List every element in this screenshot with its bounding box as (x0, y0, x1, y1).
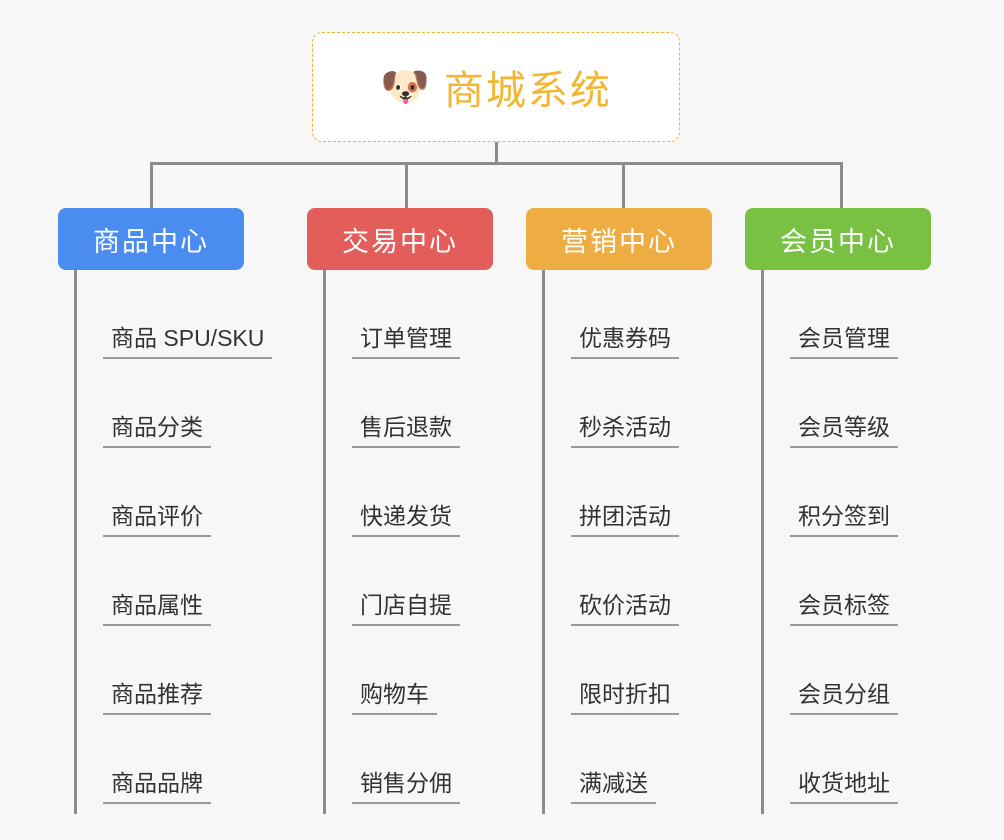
leaf-item[interactable]: 订单管理 (307, 270, 493, 359)
leaf-item[interactable]: 商品推荐 (58, 626, 244, 715)
branch-trunk-line (542, 270, 545, 814)
leaf-item[interactable]: 商品品牌 (58, 715, 244, 804)
leaf-item-label: 会员标签 (790, 592, 898, 626)
connector-drop-4 (840, 162, 843, 208)
branch-column-3: 营销中心优惠券码秒杀活动拼团活动砍价活动限时折扣满减送 (526, 208, 712, 814)
leaf-item[interactable]: 会员分组 (745, 626, 931, 715)
leaf-item[interactable]: 商品评价 (58, 448, 244, 537)
leaf-item-label: 订单管理 (352, 325, 460, 359)
branch-trunk-line (74, 270, 77, 814)
connector-drop-3 (622, 162, 625, 208)
leaf-item[interactable]: 积分签到 (745, 448, 931, 537)
leaf-list-1: 商品 SPU/SKU 商品分类商品评价商品属性商品推荐商品品牌 (58, 270, 273, 804)
leaf-item-label: 商品属性 (103, 592, 211, 626)
leaf-item[interactable]: 商品属性 (58, 537, 244, 626)
leaf-item[interactable]: 快递发货 (307, 448, 493, 537)
leaf-item-label: 销售分佣 (352, 770, 460, 804)
category-box-4[interactable]: 会员中心 (745, 208, 931, 270)
leaf-item[interactable]: 售后退款 (307, 359, 493, 448)
category-box-3[interactable]: 营销中心 (526, 208, 712, 270)
leaf-item-label: 秒杀活动 (571, 414, 679, 448)
leaf-list-3: 优惠券码秒杀活动拼团活动砍价活动限时折扣满减送 (526, 270, 712, 804)
leaf-item-label: 满减送 (571, 770, 656, 804)
leaf-list-4: 会员管理会员等级积分签到会员标签会员分组收货地址 (745, 270, 931, 804)
leaf-item[interactable]: 门店自提 (307, 537, 493, 626)
category-label: 会员中心 (780, 226, 896, 257)
connector-drop-1 (150, 162, 153, 208)
leaf-item-label: 商品分类 (103, 414, 211, 448)
leaf-list-2: 订单管理售后退款快递发货门店自提购物车销售分佣 (307, 270, 493, 804)
leaf-item-label: 售后退款 (352, 414, 460, 448)
shiba-dog-icon: 🐶 (380, 65, 430, 109)
connector-horizontal-bus (150, 162, 840, 165)
root-title: 商城系统 (443, 69, 612, 113)
leaf-item[interactable]: 购物车 (307, 626, 493, 715)
leaf-item-label: 会员管理 (790, 325, 898, 359)
leaf-item[interactable]: 会员管理 (745, 270, 931, 359)
leaf-item[interactable]: 秒杀活动 (526, 359, 712, 448)
branch-trunk-line (761, 270, 764, 814)
leaf-item-label: 砍价活动 (571, 592, 679, 626)
leaf-item-label: 快递发货 (352, 503, 460, 537)
category-box-2[interactable]: 交易中心 (307, 208, 493, 270)
leaf-item-label: 商品推荐 (103, 681, 211, 715)
branch-column-4: 会员中心会员管理会员等级积分签到会员标签会员分组收货地址 (745, 208, 931, 814)
leaf-item[interactable]: 收货地址 (745, 715, 931, 804)
category-box-1[interactable]: 商品中心 (58, 208, 244, 270)
leaf-item[interactable]: 满减送 (526, 715, 712, 804)
leaf-item-label: 商品品牌 (103, 770, 211, 804)
leaf-item-label: 商品 SPU/SKU (103, 325, 273, 359)
leaf-item-label: 会员分组 (790, 681, 898, 715)
category-label: 交易中心 (342, 226, 458, 257)
connector-root-stem (495, 142, 498, 164)
category-label: 商品中心 (93, 226, 209, 257)
leaf-item[interactable]: 销售分佣 (307, 715, 493, 804)
leaf-item-label: 商品评价 (103, 503, 211, 537)
leaf-item[interactable]: 拼团活动 (526, 448, 712, 537)
leaf-item-label: 拼团活动 (571, 503, 679, 537)
leaf-item[interactable]: 优惠券码 (526, 270, 712, 359)
leaf-item-label: 购物车 (352, 681, 437, 715)
branch-column-2: 交易中心订单管理售后退款快递发货门店自提购物车销售分佣 (307, 208, 493, 814)
leaf-item-label: 会员等级 (790, 414, 898, 448)
leaf-item[interactable]: 会员等级 (745, 359, 931, 448)
branch-trunk-line (323, 270, 326, 814)
leaf-item[interactable]: 商品分类 (58, 359, 244, 448)
root-node[interactable]: 🐶 商城系统 (312, 32, 680, 142)
leaf-item[interactable]: 限时折扣 (526, 626, 712, 715)
leaf-item[interactable]: 砍价活动 (526, 537, 712, 626)
leaf-item[interactable]: 商品 SPU/SKU (58, 270, 273, 359)
leaf-item-label: 收货地址 (790, 770, 898, 804)
category-label: 营销中心 (561, 226, 677, 257)
leaf-item[interactable]: 会员标签 (745, 537, 931, 626)
leaf-item-label: 限时折扣 (571, 681, 679, 715)
branch-column-1: 商品中心商品 SPU/SKU 商品分类商品评价商品属性商品推荐商品品牌 (58, 208, 273, 814)
leaf-item-label: 门店自提 (352, 592, 460, 626)
leaf-item-label: 积分签到 (790, 503, 898, 537)
leaf-item-label: 优惠券码 (571, 325, 679, 359)
connector-drop-2 (405, 162, 408, 208)
